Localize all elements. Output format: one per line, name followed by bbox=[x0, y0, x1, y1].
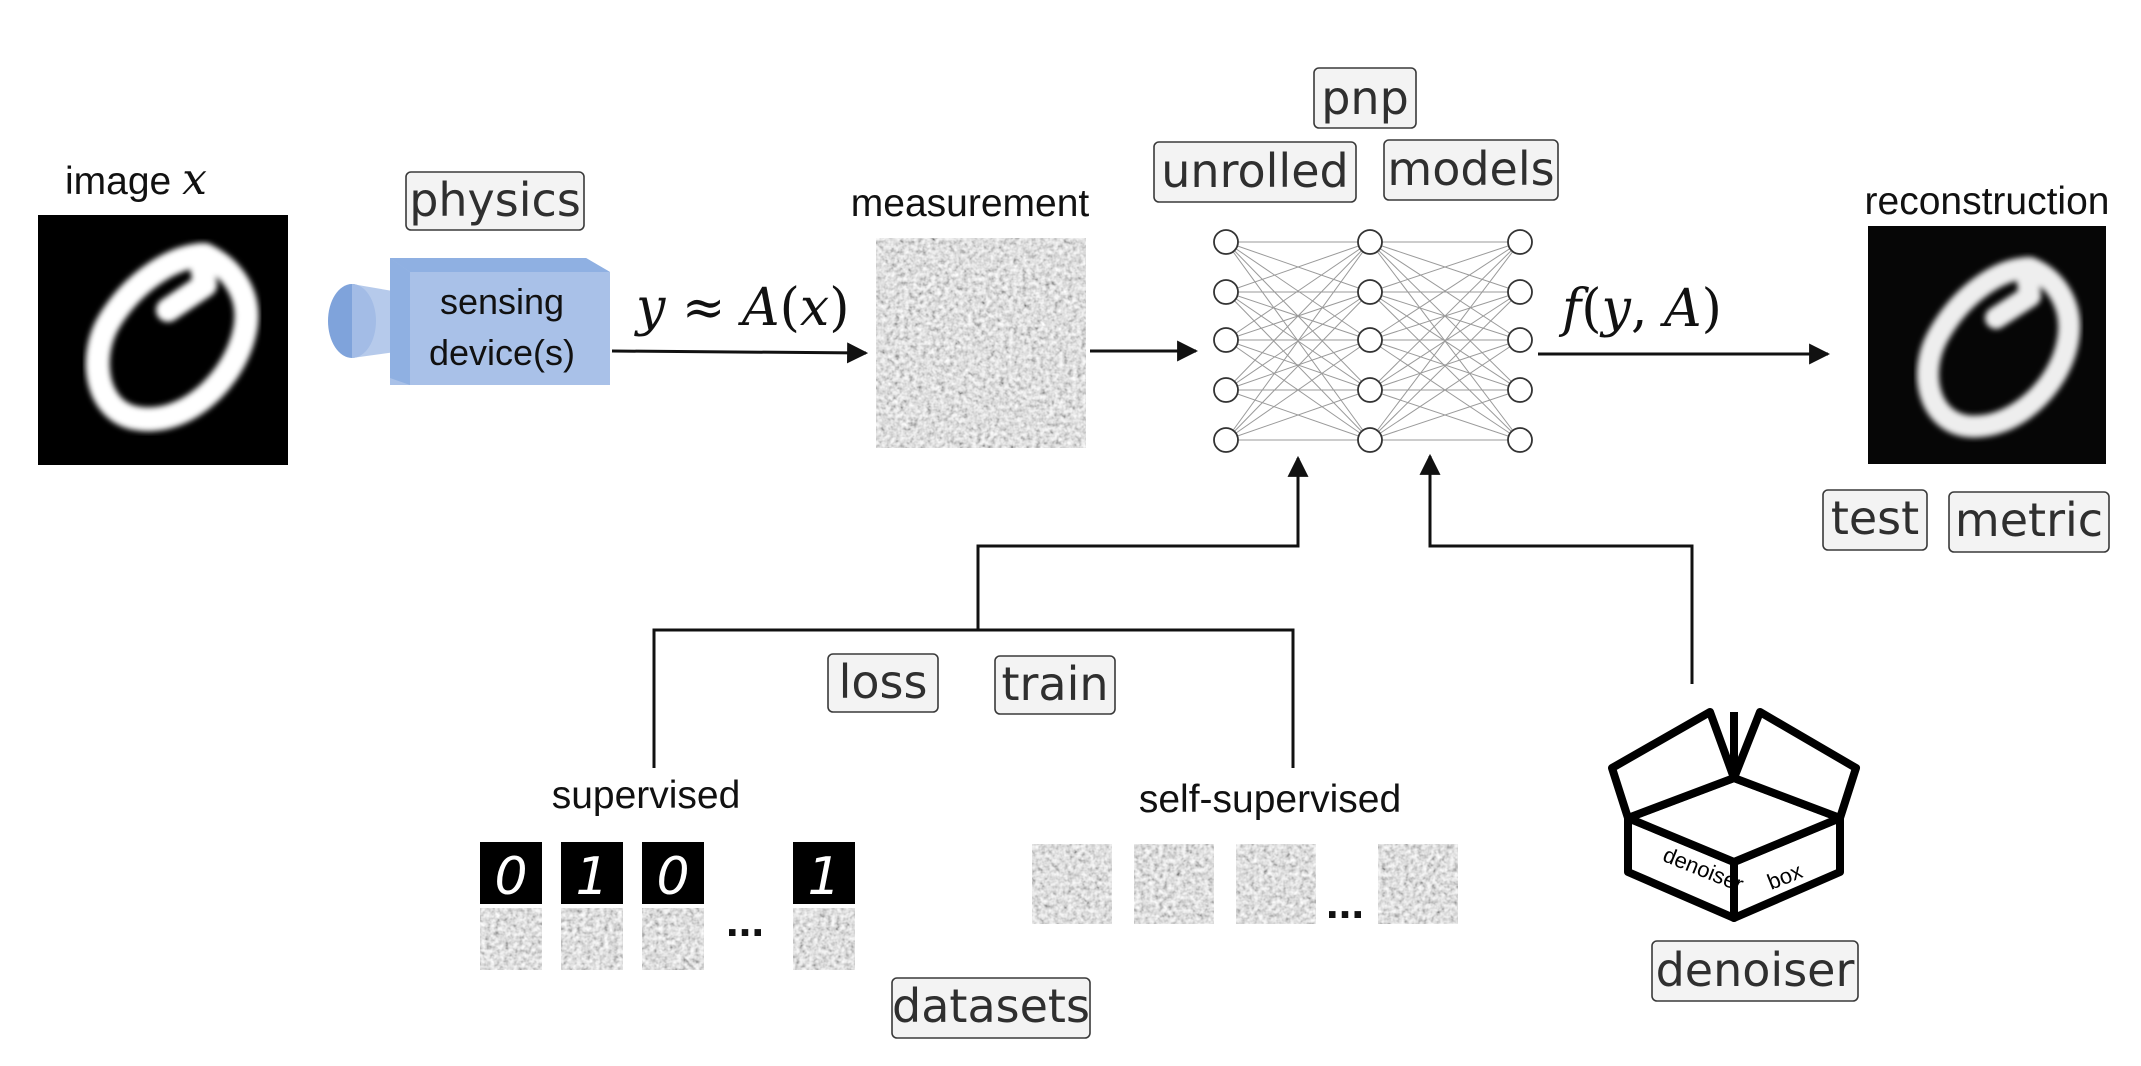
supervised-clean-tile bbox=[561, 842, 623, 904]
dataset-bracket bbox=[652, 628, 1295, 768]
tag-datasets[interactable]: datasets bbox=[891, 977, 1091, 1039]
network-edge bbox=[1369, 389, 1521, 441]
network-node bbox=[1357, 427, 1383, 453]
network-edge bbox=[1369, 241, 1521, 293]
supervised-clean-tile bbox=[642, 842, 704, 904]
svg-text:denoiser: denoiser bbox=[1656, 943, 1855, 997]
network-edge bbox=[1225, 339, 1371, 391]
supervised-digit: 0 bbox=[656, 847, 689, 907]
network-node bbox=[1507, 229, 1533, 255]
self-supervised-noisy-tile bbox=[1134, 844, 1214, 924]
network-node bbox=[1507, 377, 1533, 403]
svg-text:unrolled: unrolled bbox=[1161, 144, 1348, 198]
network-edge bbox=[1369, 339, 1521, 441]
denoiser-box-icon: denoiser box bbox=[1608, 708, 1860, 922]
forward-arrow bbox=[611, 342, 869, 364]
supervised-clean-tile bbox=[480, 842, 542, 904]
tag-test[interactable]: test bbox=[1822, 489, 1928, 551]
network-edge bbox=[1225, 241, 1371, 341]
self-supervised-noisy-tile bbox=[1236, 844, 1316, 924]
svg-text:pnp: pnp bbox=[1321, 71, 1409, 125]
network-node bbox=[1357, 377, 1383, 403]
network-node bbox=[1507, 279, 1533, 305]
network-edge bbox=[1225, 291, 1371, 441]
network-edge bbox=[1225, 339, 1371, 441]
denoiser-arrow bbox=[1419, 453, 1694, 684]
network-node bbox=[1507, 427, 1533, 453]
neural-network bbox=[1213, 229, 1533, 453]
network-node bbox=[1357, 327, 1383, 353]
network-edge bbox=[1369, 291, 1521, 441]
reconstruction-image bbox=[1868, 226, 2106, 464]
network-node bbox=[1213, 229, 1239, 255]
self-supervised-noisy-tile bbox=[1032, 844, 1112, 924]
network-edge bbox=[1369, 339, 1521, 391]
svg-text:physics: physics bbox=[409, 173, 581, 227]
network-edge bbox=[1225, 389, 1371, 441]
svg-text:metric: metric bbox=[1955, 493, 2103, 547]
forward-equation: y ≈ A(x) bbox=[634, 278, 850, 338]
supervised-noisy-tile bbox=[642, 908, 704, 970]
supervised-label: supervised bbox=[552, 774, 741, 817]
tag-models[interactable]: models bbox=[1383, 139, 1559, 201]
image-label: image x bbox=[65, 154, 207, 205]
self-supervised-noisy-tile bbox=[1378, 844, 1458, 924]
tag-denoiser[interactable]: denoiser bbox=[1651, 940, 1859, 1002]
network-node bbox=[1357, 279, 1383, 305]
svg-text:loss: loss bbox=[839, 655, 928, 709]
supervised-digit: 1 bbox=[575, 847, 608, 907]
tag-unrolled[interactable]: unrolled bbox=[1153, 141, 1357, 203]
tag-physics[interactable]: physics bbox=[405, 171, 585, 231]
network-node bbox=[1213, 327, 1239, 353]
network-edge bbox=[1225, 241, 1371, 293]
measurement-image bbox=[876, 238, 1086, 448]
sensing-label-line2: device(s) bbox=[429, 332, 575, 373]
supervised-ellipsis: ... bbox=[726, 894, 764, 946]
network-edge bbox=[1369, 241, 1521, 341]
network-edge bbox=[1225, 241, 1371, 441]
network-node bbox=[1213, 377, 1239, 403]
input-image bbox=[38, 215, 288, 465]
svg-text:train: train bbox=[1001, 657, 1108, 711]
self-supervised-ellipsis: ... bbox=[1326, 876, 1364, 928]
tag-metric[interactable]: metric bbox=[1948, 491, 2110, 553]
svg-text:test: test bbox=[1831, 491, 1919, 545]
sensing-device-icon: sensing device(s) bbox=[328, 258, 610, 385]
training-arrow bbox=[976, 455, 1309, 630]
self-supervised-label: self-supervised bbox=[1139, 778, 1401, 821]
supervised-noisy-tile bbox=[561, 908, 623, 970]
measurement-label: measurement bbox=[851, 182, 1090, 225]
reconstruction-label: reconstruction bbox=[1865, 180, 2110, 223]
tag-loss[interactable]: loss bbox=[827, 653, 939, 713]
supervised-digit: 1 bbox=[807, 847, 840, 907]
tag-pnp[interactable]: pnp bbox=[1313, 67, 1417, 129]
sensing-label-line1: sensing bbox=[440, 281, 564, 322]
supervised-clean-tile bbox=[793, 842, 855, 904]
network-node bbox=[1213, 279, 1239, 305]
tag-train[interactable]: train bbox=[994, 655, 1116, 715]
self-supervised-dataset bbox=[1032, 844, 1458, 924]
supervised-noisy-tile bbox=[793, 908, 855, 970]
network-node bbox=[1213, 427, 1239, 453]
network-edge bbox=[1369, 241, 1521, 391]
svg-text:datasets: datasets bbox=[892, 979, 1090, 1033]
network-edge bbox=[1225, 241, 1371, 391]
network-node bbox=[1357, 229, 1383, 255]
supervised-digit: 0 bbox=[494, 847, 527, 907]
network-node bbox=[1507, 327, 1533, 353]
supervised-noisy-tile bbox=[480, 908, 542, 970]
reconstruction-equation: f(y, A) bbox=[1558, 279, 1722, 339]
svg-text:models: models bbox=[1387, 142, 1554, 196]
network-edge bbox=[1369, 241, 1521, 441]
